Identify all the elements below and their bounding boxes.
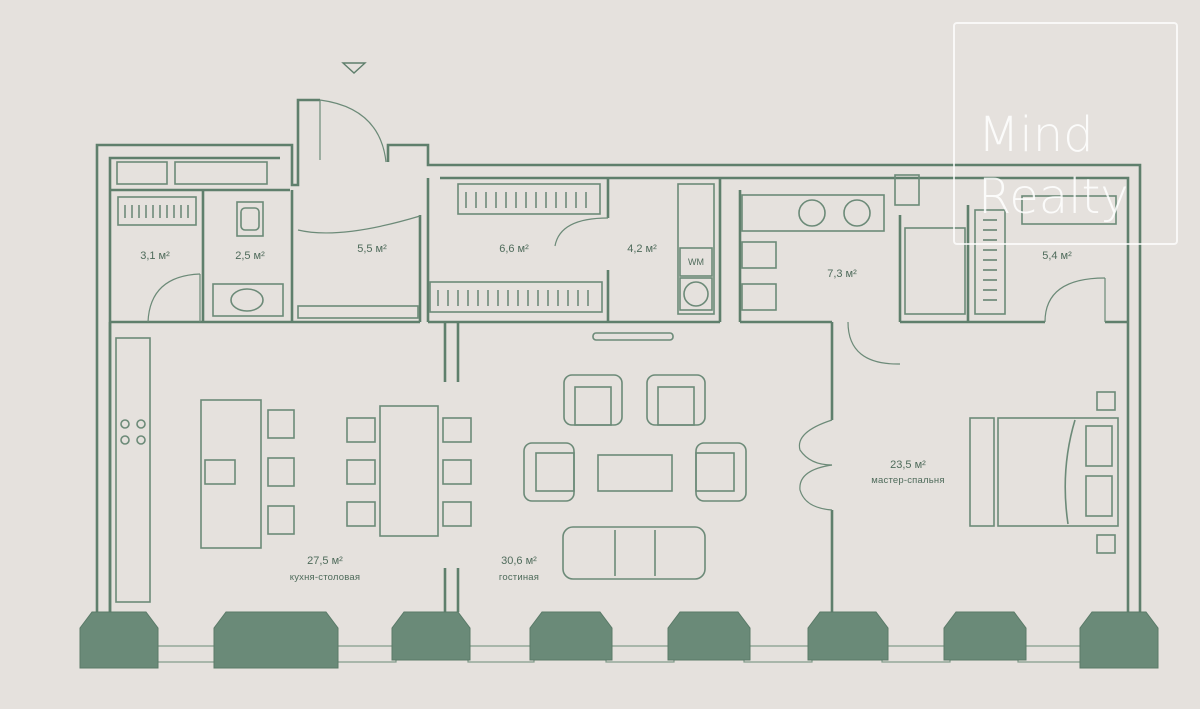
bedroom-furniture	[969, 391, 1119, 554]
room-area-living: 30,6 м²	[501, 555, 537, 567]
kitchen-furniture	[115, 337, 472, 603]
room-name-kitchen: кухня-столовая	[290, 572, 361, 583]
room-area-storage-1: 3,1 м²	[140, 250, 170, 262]
facade	[79, 611, 1159, 669]
entrance-marker-icon	[341, 62, 367, 74]
watermark-logo: Mind Realty	[978, 104, 1129, 228]
washing-machine-label: WM	[688, 257, 704, 267]
room-area-bath-2: 7,3 м²	[827, 268, 857, 280]
watermark-frame	[953, 22, 1178, 245]
room-area-closet-1: 6,6 м²	[499, 243, 529, 255]
room-name-living: гостиная	[499, 572, 539, 583]
living-furniture	[523, 374, 747, 580]
watermark-line-1: Mind	[978, 107, 1094, 163]
room-area-hall: 5,5 м²	[357, 243, 387, 255]
room-area-bedroom: 23,5 м²	[890, 459, 926, 471]
room-area-kitchen: 27,5 м²	[307, 555, 343, 567]
interior-walls	[108, 178, 1128, 612]
room-area-laundry: 4,2 м²	[627, 243, 657, 255]
room-name-bedroom: мастер-спальня	[871, 475, 944, 486]
fixtures	[116, 161, 1117, 341]
room-area-bath-1: 2,5 м²	[235, 250, 265, 262]
doors	[147, 99, 1106, 511]
room-area-closet-2: 5,4 м²	[1042, 250, 1072, 262]
watermark-line-2: Realty	[978, 169, 1129, 225]
